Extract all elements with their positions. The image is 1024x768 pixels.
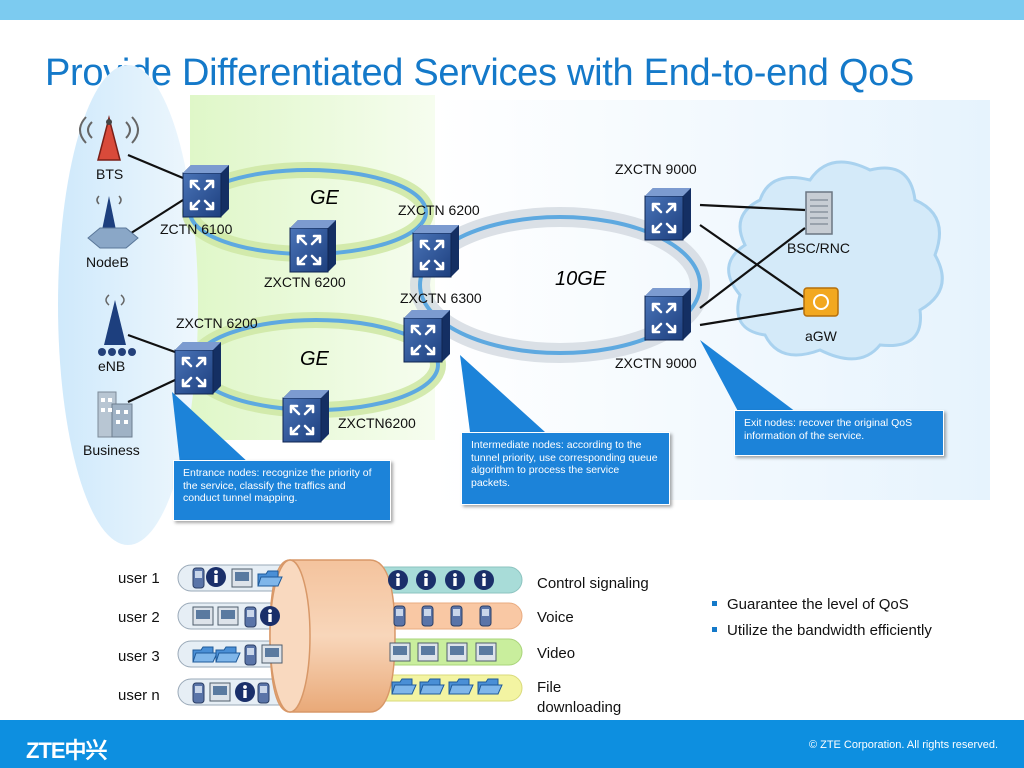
zte-logo: ZTE中兴 bbox=[26, 738, 108, 763]
router-zxctn6200-a-icon bbox=[289, 220, 336, 273]
copyright-text: © ZTE Corporation. All rights reserved. bbox=[808, 739, 998, 751]
phone-icon bbox=[393, 605, 406, 627]
stream-file-label: File downloading bbox=[537, 679, 622, 716]
core-cloud bbox=[727, 160, 944, 361]
user-n-label: user n bbox=[118, 687, 160, 704]
folder-icon bbox=[215, 646, 241, 663]
exit-callout: Exit nodes: recover the original QoS inf… bbox=[734, 410, 944, 456]
user-3-label: user 3 bbox=[118, 648, 160, 665]
info-icon bbox=[235, 682, 255, 702]
router-zxctn9000-b-icon bbox=[644, 288, 691, 341]
zxctn9000-a-label: ZXCTN 9000 bbox=[615, 161, 697, 177]
video-icon bbox=[261, 644, 283, 664]
bts-label: BTS bbox=[96, 166, 124, 182]
video-icon bbox=[389, 642, 411, 662]
bullet-2: Utilize the bandwidth efficiently bbox=[712, 622, 932, 639]
info-icon bbox=[206, 567, 226, 587]
video-icon bbox=[192, 606, 214, 626]
phone-icon bbox=[192, 567, 205, 589]
top-band bbox=[0, 0, 1024, 20]
router-group bbox=[174, 165, 691, 443]
user-1-label: user 1 bbox=[118, 570, 160, 587]
zctn6100-label: ZCTN 6100 bbox=[160, 221, 233, 237]
nodeb-icon bbox=[87, 195, 139, 249]
phone-icon bbox=[192, 682, 205, 704]
agw-label: aGW bbox=[805, 328, 837, 344]
ge-ring-bottom-label: GE bbox=[300, 348, 329, 370]
ten-ge-ring bbox=[418, 215, 702, 355]
router-zxctn6200-b-icon bbox=[412, 225, 459, 278]
bsc-rnc-label: BSC/RNC bbox=[787, 240, 851, 256]
router-zxctn6200-c-icon bbox=[174, 342, 221, 395]
video-icon bbox=[446, 642, 468, 662]
nodeb-label: NodeB bbox=[86, 254, 129, 270]
bsc-rnc-server-icon bbox=[805, 191, 833, 235]
intermediate-pointer bbox=[460, 355, 545, 432]
info-icon bbox=[260, 606, 280, 626]
zxctn6200-c-label: ZXCTN 6200 bbox=[176, 315, 258, 331]
phone-icon bbox=[244, 606, 257, 628]
stream-voice-label: Voice bbox=[537, 609, 574, 626]
enb-label: eNB bbox=[98, 358, 126, 374]
enb-icon bbox=[98, 294, 136, 356]
video-icon bbox=[231, 568, 253, 588]
ge-ring-top-label: GE bbox=[310, 187, 339, 209]
router-zxctn9000-a-icon bbox=[644, 188, 691, 241]
phone-icon bbox=[479, 605, 492, 627]
bullet-2-text: Utilize the bandwidth efficiently bbox=[727, 622, 932, 639]
phone-icon bbox=[450, 605, 463, 627]
info-icon bbox=[474, 570, 494, 590]
business-building-icon bbox=[97, 391, 133, 438]
entrance-callout: Entrance nodes: recognize the priority o… bbox=[173, 460, 391, 521]
router-zxctn6300-icon bbox=[403, 310, 450, 363]
video-icon bbox=[209, 682, 231, 702]
bts-icon bbox=[79, 115, 139, 161]
zxctn6200-a-label: ZXCTN 6200 bbox=[264, 274, 346, 290]
business-label: Business bbox=[83, 442, 140, 458]
folder-icon bbox=[391, 678, 417, 695]
footer-bar bbox=[0, 720, 1024, 768]
zxctn6200-d-label: ZXCTN6200 bbox=[338, 415, 416, 431]
folder-icon bbox=[192, 646, 218, 663]
page-title: Provide Differentiated Services with End… bbox=[45, 52, 914, 94]
packet-group bbox=[192, 567, 503, 704]
folder-icon bbox=[448, 678, 474, 695]
video-icon bbox=[475, 642, 497, 662]
phone-icon bbox=[244, 644, 257, 666]
phone-icon bbox=[257, 682, 270, 704]
agw-gateway-icon bbox=[803, 287, 839, 317]
zxctn9000-b-label: ZXCTN 9000 bbox=[615, 355, 697, 371]
stream-video-label: Video bbox=[537, 645, 576, 662]
exit-pointer bbox=[700, 340, 800, 415]
router-zxctn6200-d-icon bbox=[282, 390, 329, 443]
entrance-pointer bbox=[172, 392, 250, 464]
folder-icon bbox=[477, 678, 503, 695]
zxctn6300-label: ZXCTN 6300 bbox=[400, 290, 482, 306]
bullet-1-text: Guarantee the level of QoS bbox=[727, 596, 909, 613]
info-icon bbox=[388, 570, 408, 590]
router-zctn6100-icon bbox=[182, 165, 229, 218]
zxctn6200-b-label: ZXCTN 6200 bbox=[398, 202, 480, 218]
folder-icon bbox=[419, 678, 445, 695]
video-icon bbox=[217, 606, 239, 626]
user-2-label: user 2 bbox=[118, 609, 160, 626]
video-icon bbox=[417, 642, 439, 662]
folder-icon bbox=[257, 570, 283, 587]
end-device-zone bbox=[58, 65, 198, 545]
bullet-1: Guarantee the level of QoS bbox=[712, 596, 909, 613]
stream-control-label: Control signaling bbox=[537, 575, 649, 592]
info-icon bbox=[416, 570, 436, 590]
phone-icon bbox=[421, 605, 434, 627]
info-icon bbox=[445, 570, 465, 590]
ten-ge-ring-label: 10GE bbox=[555, 268, 607, 290]
intermediate-callout: Intermediate nodes: according to the tun… bbox=[461, 432, 670, 505]
